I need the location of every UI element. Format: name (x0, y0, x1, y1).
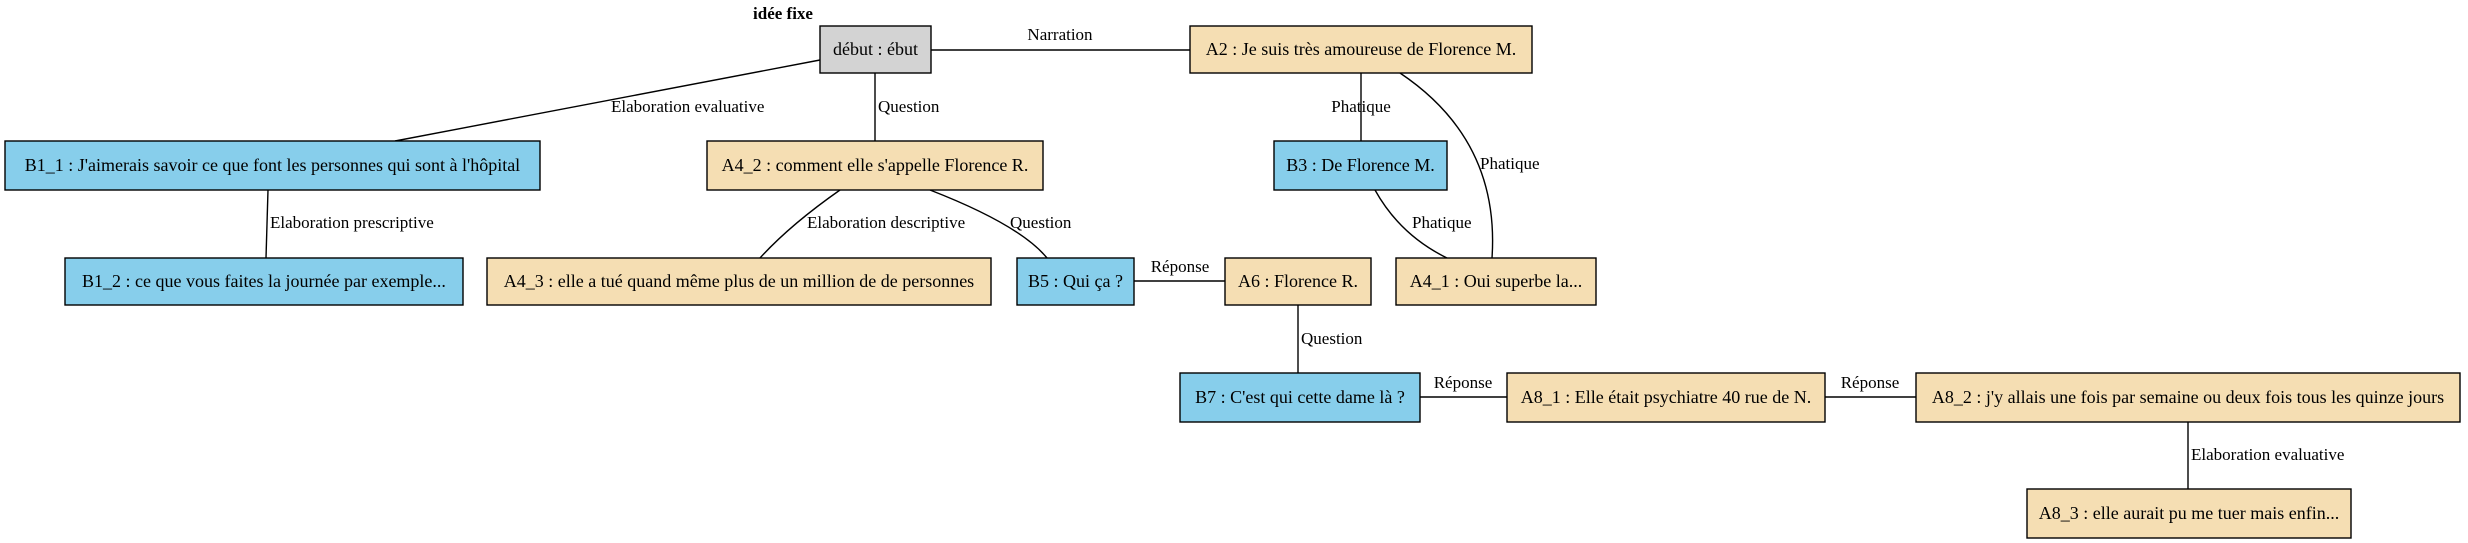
node-box (486, 257, 992, 306)
node-box (1915, 372, 2461, 423)
node-box (706, 140, 1044, 191)
edge-debut-a2: Narration (931, 25, 1190, 51)
node-b1-1[interactable]: B1_1 : J'aimerais savoir ce que font les… (4, 140, 541, 191)
node-a4-2[interactable]: A4_2 : comment elle s'appelle Florence R… (706, 140, 1044, 191)
node-a6[interactable]: A6 : Florence R. (1224, 257, 1372, 306)
node-b1-2[interactable]: B1_2 : ce que vous faites la journée par… (64, 257, 464, 306)
node-label: A8_2 : j'y allais une fois par semaine o… (1932, 387, 2444, 407)
edge-b3-a4-1: Phatique (1374, 189, 1472, 259)
node-a4-1[interactable]: A4_1 : Oui superbe la... (1395, 257, 1597, 306)
node-a8-2[interactable]: A8_2 : j'y allais une fois par semaine o… (1915, 372, 2461, 423)
edge-label-question: Question (878, 97, 940, 116)
node-label: A8_1 : Elle était psychiatre 40 rue de N… (1521, 387, 1811, 407)
node-a8-1[interactable]: A8_1 : Elle était psychiatre 40 rue de N… (1506, 372, 1826, 423)
nodes: début : ébut A2 : Je suis très amoureuse… (4, 25, 2461, 539)
edge-label-reponse: Réponse (1434, 373, 1493, 392)
edge-a2-a4-1: Phatique (1399, 72, 1540, 259)
node-label: A4_1 : Oui superbe la... (1410, 271, 1582, 291)
node-debut[interactable]: début : ébut (819, 25, 932, 74)
node-box (819, 25, 932, 74)
node-a4-3[interactable]: A4_3 : elle a tué quand même plus de un … (486, 257, 992, 306)
node-box (1224, 257, 1372, 306)
edges: Narration Elaboration evaluative Questio… (265, 25, 2344, 489)
node-b5[interactable]: B5 : Qui ça ? (1016, 257, 1135, 306)
edge-debut-a4-2: Question (874, 73, 940, 141)
node-box (1179, 372, 1421, 423)
node-label: B3 : De Florence M. (1286, 155, 1434, 175)
node-label: B5 : Qui ça ? (1028, 271, 1123, 291)
node-label: A4_2 : comment elle s'appelle Florence R… (722, 155, 1029, 175)
node-box (64, 257, 464, 306)
node-box (2026, 488, 2352, 539)
edge-a4-2-a4-3: Elaboration descriptive (759, 189, 965, 259)
node-box (1273, 140, 1448, 191)
edge-label-phatique: Phatique (1412, 213, 1472, 232)
node-box (1016, 257, 1135, 306)
edge-label-elaboration-descriptive: Elaboration descriptive (807, 213, 965, 232)
edge-b1-1-b1-2: Elaboration prescriptive (265, 189, 434, 259)
edge-b7-a8-1: Réponse (1420, 373, 1507, 398)
edge-label-elaboration-evaluative: Elaboration evaluative (2191, 445, 2344, 464)
node-label: A6 : Florence R. (1238, 271, 1358, 291)
edge-label-question: Question (1010, 213, 1072, 232)
node-label: A4_3 : elle a tué quand même plus de un … (504, 271, 974, 291)
edge-a2-b3: Phatique (1331, 73, 1391, 141)
edge-a6-b7: Question (1297, 305, 1363, 373)
edge-label-reponse: Réponse (1841, 373, 1900, 392)
node-box (4, 140, 541, 191)
node-b3[interactable]: B3 : De Florence M. (1273, 140, 1448, 191)
node-label: A2 : Je suis très amoureuse de Florence … (1206, 39, 1516, 59)
node-label: début : ébut (833, 39, 918, 59)
node-label: A8_3 : elle aurait pu me tuer mais enfin… (2039, 503, 2339, 523)
node-box (1395, 257, 1597, 306)
graph-title: idée fixe (753, 4, 813, 23)
edge-a8-2-a8-3: Elaboration evaluative (2187, 421, 2344, 489)
node-b7[interactable]: B7 : C'est qui cette dame là ? (1179, 372, 1421, 423)
edge-label-phatique: Phatique (1331, 97, 1391, 116)
node-label: B7 : C'est qui cette dame là ? (1195, 387, 1405, 407)
edge-label-reponse: Réponse (1151, 257, 1210, 276)
edge-b5-a6: Réponse (1134, 257, 1225, 282)
edge-debut-b1-1: Elaboration evaluative (394, 59, 821, 142)
node-label: B1_1 : J'aimerais savoir ce que font les… (25, 155, 520, 175)
edge-label-phatique: Phatique (1480, 154, 1540, 173)
edge-label-question: Question (1301, 329, 1363, 348)
edge-label-narration: Narration (1027, 25, 1093, 44)
node-a8-3[interactable]: A8_3 : elle aurait pu me tuer mais enfin… (2026, 488, 2352, 539)
edge-a4-2-b5: Question (929, 189, 1072, 259)
node-a2[interactable]: A2 : Je suis très amoureuse de Florence … (1189, 25, 1533, 74)
edge-a8-1-a8-2: Réponse (1825, 373, 1916, 398)
edge-label-elaboration-prescriptive: Elaboration prescriptive (270, 213, 434, 232)
node-box (1506, 372, 1826, 423)
node-box (1189, 25, 1533, 74)
edge-label-elaboration-evaluative: Elaboration evaluative (611, 97, 764, 116)
node-label: B1_2 : ce que vous faites la journée par… (82, 271, 446, 291)
